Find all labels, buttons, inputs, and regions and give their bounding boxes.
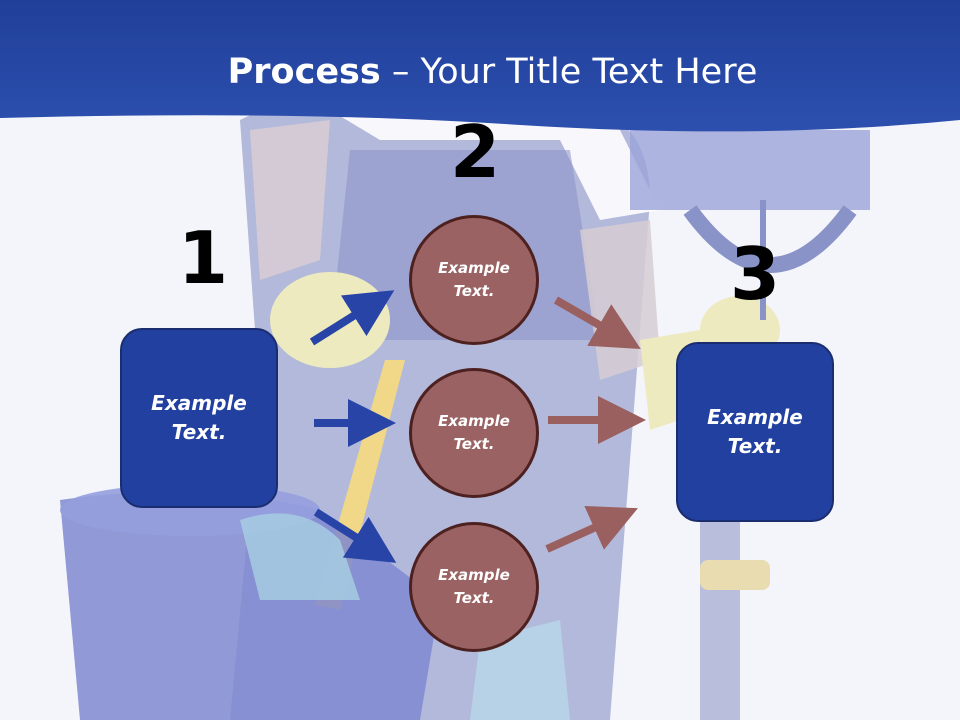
slide-title: Process – Your Title Text Here (0, 52, 960, 92)
red-arrow-down (553, 296, 641, 350)
circle-bottom-text: Example Text. (438, 566, 510, 607)
header-band (0, 0, 960, 132)
step-1-text: Example Text. (151, 391, 247, 444)
circle-top-text: Example Text. (438, 259, 510, 300)
step-2-number: 2 (450, 110, 501, 194)
blue-arrow-down (313, 508, 397, 563)
step-2-circle-bottom: Example Text. (409, 522, 539, 652)
blue-arrow-up (309, 290, 395, 346)
step-3-box: Example Text. (676, 342, 834, 522)
circle-middle-text: Example Text. (438, 412, 510, 453)
step-3-text: Example Text. (707, 405, 803, 458)
step-2-circle-middle: Example Text. (409, 368, 539, 498)
title-bold: Process (227, 52, 381, 92)
title-rest: – Your Title Text Here (380, 52, 758, 92)
step-3-number: 3 (730, 232, 781, 316)
step-2-circle-top: Example Text. (409, 215, 539, 345)
step-1-box: Example Text. (120, 328, 278, 508)
red-arrow-up (545, 505, 638, 553)
step-1-number: 1 (178, 216, 229, 300)
